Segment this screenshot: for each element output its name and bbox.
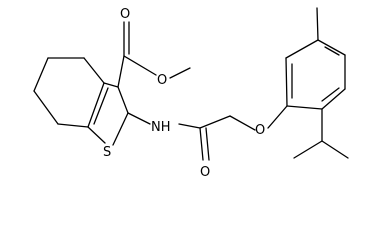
- molecule-structure: O O S NH O O: [33, 7, 349, 180]
- methyl-ester-group: [117, 21, 191, 88]
- isopropyl-group: [293, 108, 349, 159]
- ring-methyl: [316, 7, 319, 41]
- amide-oxygen-label: O: [200, 165, 210, 180]
- amide-linker: [127, 112, 256, 161]
- molecule-canvas: O O S NH O O: [33, 7, 349, 180]
- ester-carbonyl-oxygen-label: O: [120, 7, 130, 22]
- thiophene-ring: [87, 82, 129, 146]
- phenoxy-oxygen-label: O: [255, 123, 265, 138]
- thiophene-sulfur-label: S: [103, 145, 111, 160]
- ester-ether-oxygen-label: O: [157, 73, 167, 88]
- aryl-ring: [267, 39, 346, 129]
- cyclopentane-ring: [33, 57, 105, 128]
- amide-nh-label: NH: [151, 120, 171, 135]
